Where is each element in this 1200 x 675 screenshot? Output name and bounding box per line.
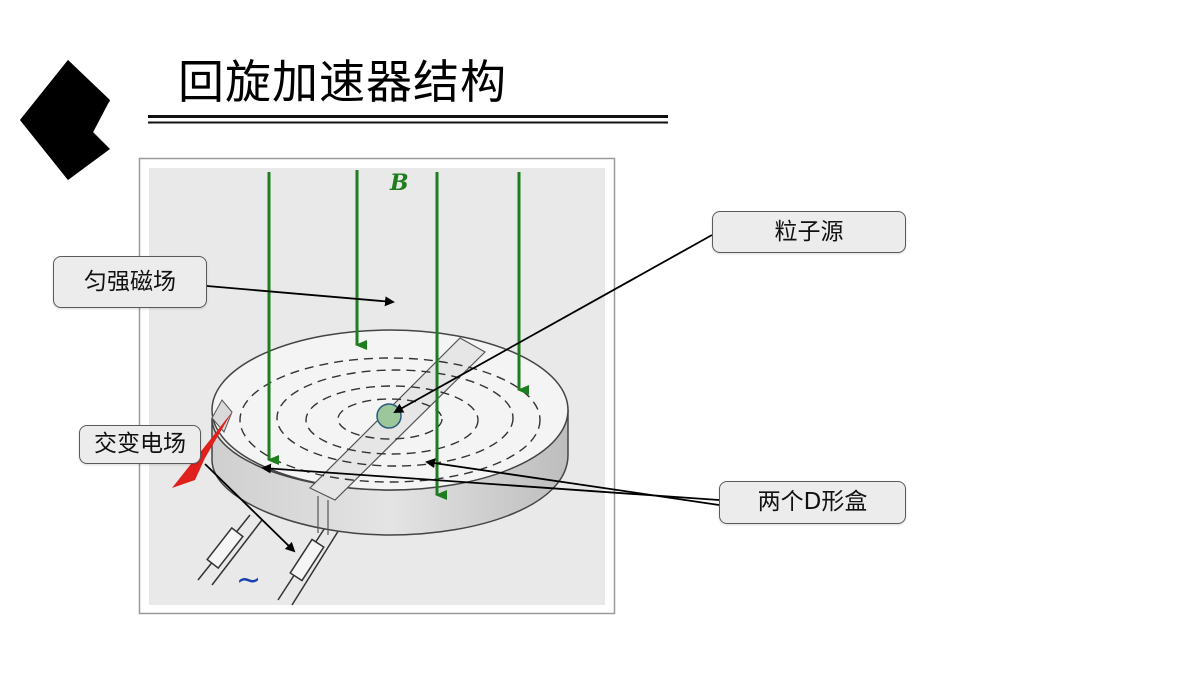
callout-uniform-field: 匀强磁场 [53,256,207,308]
particle-source-dot [376,403,402,429]
callout-particle-source: 粒子源 [712,211,906,253]
callout-alternating-field: 交变电场 [79,425,201,464]
callout-d-boxes: 两个D形盒 [719,481,906,524]
alternating-field-arrow [172,412,232,488]
page-title: 回旋加速器结构 [178,55,507,109]
ac-symbol: ~ [236,563,261,598]
field-label: B [389,170,409,196]
d-box-disk [211,329,569,536]
chevron-left-icon [20,60,110,180]
